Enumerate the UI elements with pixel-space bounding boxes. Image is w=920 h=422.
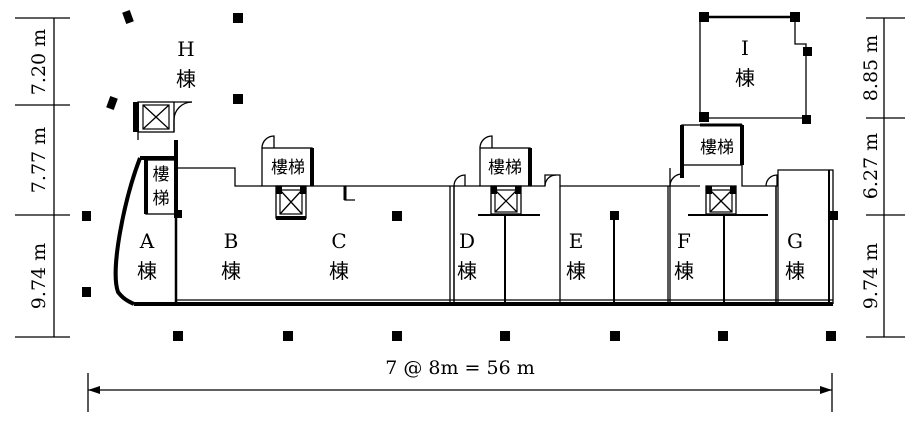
- building-i-letter: I: [741, 36, 749, 60]
- building-h-core: [133, 101, 193, 140]
- column: [82, 211, 91, 221]
- building-b-unit: 棟: [221, 259, 241, 283]
- column: [802, 115, 811, 124]
- bottom-dimension-line: 7 @ 8m = 56 m: [87, 357, 833, 412]
- stair-d-label: 樓梯: [488, 158, 522, 178]
- column: [233, 94, 243, 104]
- building-g-unit: 棟: [785, 259, 805, 283]
- building-h-unit: 棟: [176, 67, 196, 91]
- column: [283, 331, 293, 341]
- column: [106, 95, 118, 111]
- building-d-unit: 棟: [457, 259, 477, 283]
- building-b-letter: B: [224, 229, 239, 253]
- left-dim-2: 7.77 m: [28, 127, 50, 193]
- building-a-letter: A: [139, 229, 155, 253]
- column: [803, 47, 812, 56]
- building-i-outline: [699, 15, 807, 119]
- building-a-unit: 棟: [137, 259, 157, 283]
- building-e-letter: E: [569, 229, 584, 253]
- elevator-f: [688, 185, 768, 216]
- left-dimension-line: 7.20 m 7.77 m 9.74 m: [15, 17, 70, 338]
- building-h-letter: H: [177, 37, 194, 61]
- main-outline: [113, 123, 834, 306]
- building-c-unit: 棟: [329, 259, 349, 283]
- column: [718, 331, 728, 341]
- column: [173, 331, 183, 341]
- right-dim-3: 9.74 m: [860, 243, 882, 309]
- building-c-letter: C: [331, 229, 346, 253]
- building-f-letter: F: [677, 229, 691, 253]
- building-a-stair: 樓 梯: [140, 140, 178, 215]
- building-f-unit: 棟: [674, 259, 694, 283]
- column: [82, 287, 91, 297]
- column: [826, 331, 836, 341]
- building-g-letter: G: [787, 229, 803, 253]
- building-e-unit: 棟: [566, 259, 586, 283]
- left-dim-3: 9.74 m: [28, 243, 50, 309]
- building-a-stair-label-top: 樓: [153, 165, 170, 185]
- column: [699, 112, 709, 122]
- left-dim-1: 7.20 m: [28, 29, 50, 95]
- building-d-letter: D: [459, 229, 475, 253]
- column: [122, 9, 134, 25]
- building-i-unit: 棟: [735, 66, 755, 90]
- bottom-dim-label: 7 @ 8m = 56 m: [385, 357, 535, 379]
- elevator-d: [478, 185, 540, 216]
- stair-b-label: 樓梯: [271, 158, 305, 178]
- elevator-b: [275, 185, 307, 220]
- column: [610, 331, 620, 341]
- stair-f-label: 樓梯: [700, 138, 734, 158]
- building-labels: A 棟 B 棟 C 棟 D 棟 E 棟 F 棟 G 棟 H 棟 I 棟: [137, 36, 805, 283]
- right-dim-2: 6.27 m: [860, 133, 882, 199]
- column: [500, 331, 510, 341]
- column: [392, 331, 402, 341]
- column: [392, 211, 402, 221]
- building-a-stair-label-bottom: 梯: [153, 189, 170, 209]
- right-dimension-line: 8.85 m 6.27 m 9.74 m: [860, 17, 905, 338]
- column: [233, 13, 243, 23]
- right-dim-1: 8.85 m: [860, 35, 882, 101]
